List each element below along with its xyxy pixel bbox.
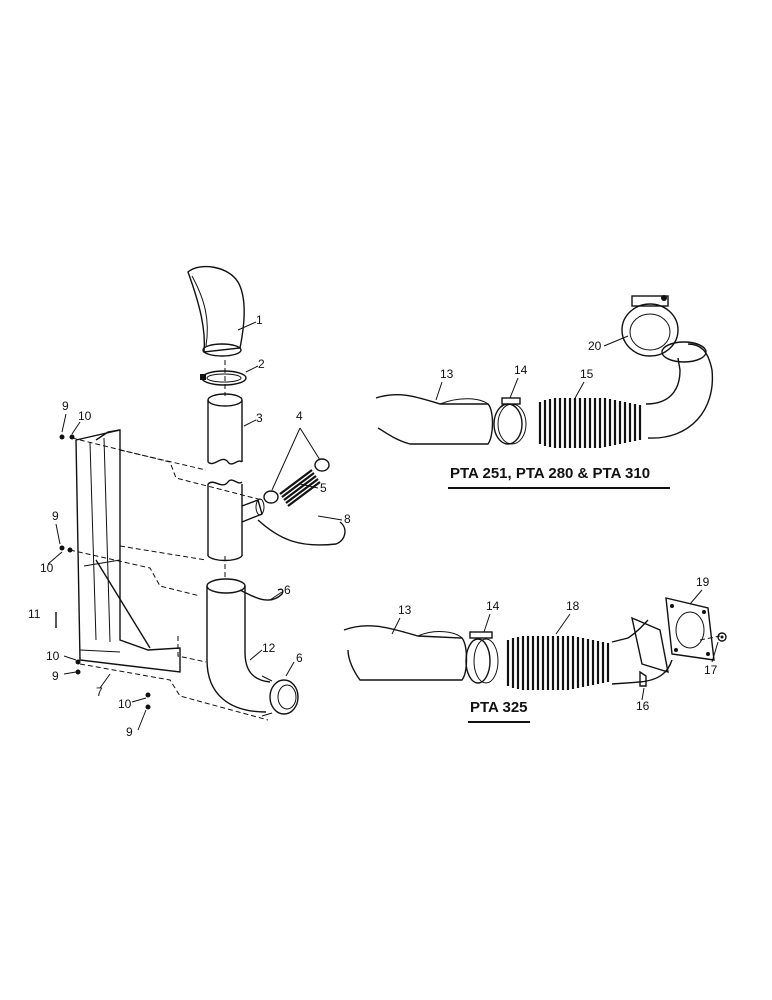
callout-2: 2 — [258, 357, 265, 371]
callout-20: 20 — [588, 339, 602, 353]
callout-8: 8 — [344, 512, 351, 526]
callout-9-c: 9 — [52, 669, 59, 683]
callout-14-upper: 14 — [514, 363, 528, 377]
callout-4: 4 — [296, 409, 303, 423]
clamp-ring — [200, 370, 247, 386]
callout-13-upper: 13 — [440, 367, 454, 381]
upper-hose-assembly — [375, 295, 714, 448]
callout-10-b: 10 — [40, 561, 54, 575]
callout-10-a: 10 — [78, 409, 92, 423]
callout-13-lower: 13 — [398, 603, 412, 617]
callout-6-upper: 6 — [284, 583, 291, 597]
caption-upper-underline — [448, 487, 670, 489]
callout-11: 11 — [28, 607, 41, 621]
callout-9-a: 9 — [62, 399, 69, 413]
mounting-bracket — [75, 429, 181, 673]
lower-hose-assembly — [343, 597, 727, 690]
callout-15: 15 — [580, 367, 594, 381]
callout-1: 1 — [256, 313, 263, 327]
callout-9-d: 9 — [126, 725, 133, 739]
callout-14-lower: 14 — [486, 599, 500, 613]
leader-lines — [47, 321, 719, 731]
flex-hose-assembly — [263, 458, 330, 507]
callout-10-d: 10 — [118, 697, 132, 711]
lower-elbow-pipe — [206, 578, 299, 717]
callout-16: 16 — [636, 699, 650, 713]
callout-17: 17 — [704, 663, 718, 677]
callout-18: 18 — [566, 599, 580, 613]
callout-19: 19 — [696, 575, 710, 589]
callout-10-c: 10 — [46, 649, 60, 663]
tee-pipe — [207, 479, 265, 562]
callout-12: 12 — [262, 641, 276, 655]
exhaust-rain-cap — [187, 265, 245, 357]
callout-3: 3 — [256, 411, 263, 425]
caption-lower-underline — [468, 721, 530, 723]
hardware-bolts — [55, 434, 151, 710]
callout-7: 7 — [96, 685, 103, 699]
hose-clamp — [239, 588, 284, 601]
callout-9-b: 9 — [52, 509, 59, 523]
drain-tube — [257, 519, 346, 546]
straight-exhaust-tube — [207, 393, 243, 465]
caption-upper-models: PTA 251, PTA 280 & PTA 310 — [450, 465, 651, 482]
caption-lower-model: PTA 325 — [470, 699, 528, 716]
alignment-lines — [69, 360, 269, 721]
callout-5: 5 — [320, 481, 327, 495]
callout-6-lower: 6 — [296, 651, 303, 665]
